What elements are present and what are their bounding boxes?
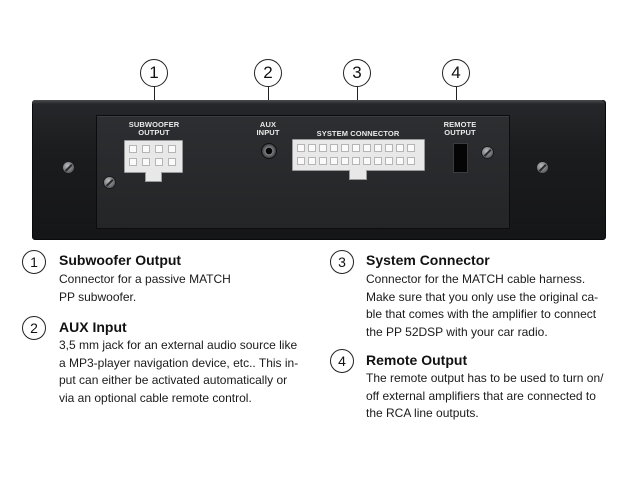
pin: [129, 158, 137, 166]
section-3-number: 3: [330, 250, 354, 274]
pin: [396, 144, 404, 152]
pin: [142, 158, 150, 166]
callout-4: 4: [442, 59, 470, 87]
pin: [385, 144, 393, 152]
pin: [396, 157, 404, 165]
pin: [297, 144, 305, 152]
screw-left-icon: [62, 161, 75, 174]
section-2-title: AUX Input: [59, 319, 127, 335]
aux-input-label-line2: INPUT: [256, 128, 280, 137]
section-3-description: Connector for the MATCH cable harness. M…: [366, 271, 598, 341]
pin: [297, 157, 305, 165]
section-4-line: the RCA line outputs.: [366, 406, 479, 420]
callout-3: 3: [343, 59, 371, 87]
pin: [129, 145, 137, 153]
pin: [308, 157, 316, 165]
remote-output-label: REMOTE OUTPUT: [439, 121, 481, 137]
pin: [330, 144, 338, 152]
pin: [352, 157, 360, 165]
section-2-line: put can either be activated automaticall…: [59, 373, 288, 387]
section-3-line: ble that comes with the amplifier to con…: [366, 307, 597, 321]
pin: [363, 157, 371, 165]
system-connector-label: SYSTEM CONNECTOR: [316, 129, 400, 138]
pin: [374, 144, 382, 152]
section-4-description: The remote output has to be used to turn…: [366, 370, 604, 423]
section-1-line: PP subwoofer.: [59, 289, 137, 304]
pin: [168, 145, 176, 153]
section-4-number: 4: [330, 349, 354, 373]
section-3-title: System Connector: [366, 252, 490, 268]
device-top-edge: [32, 100, 604, 104]
section-1-description: Connector for a passive MATCH PP subwoof…: [59, 271, 231, 306]
section-4-line: The remote output has to be used to turn…: [366, 371, 604, 385]
pin: [341, 144, 349, 152]
remote-output-label-line1: REMOTE: [443, 120, 477, 129]
aux-input-label: AUX INPUT: [250, 121, 286, 137]
screw-panel-right-icon: [481, 146, 494, 159]
subwoofer-output-connector[interactable]: [124, 140, 183, 173]
screw-right-icon: [536, 161, 549, 174]
section-4-title: Remote Output: [366, 352, 468, 368]
pin: [341, 157, 349, 165]
aux-input-label-line1: AUX: [259, 120, 277, 129]
pin: [385, 157, 393, 165]
screw-panel-left-icon: [103, 176, 116, 189]
pin: [352, 144, 360, 152]
pin: [407, 144, 415, 152]
pin: [319, 157, 327, 165]
pin: [155, 145, 163, 153]
section-1-number: 1: [22, 250, 46, 274]
section-2-number: 2: [22, 316, 46, 340]
subwoofer-output-label: SUBWOOFER OUTPUT: [118, 121, 190, 137]
section-3-line: Make sure that you only use the original…: [366, 289, 599, 304]
pin: [319, 144, 327, 152]
subwoofer-output-label-line1: SUBWOOFER: [128, 120, 180, 129]
pin: [308, 144, 316, 152]
callout-1: 1: [140, 59, 168, 87]
subwoofer-output-label-line2: OUTPUT: [138, 128, 170, 137]
pin: [407, 157, 415, 165]
pin: [142, 145, 150, 153]
section-3-line: the PP 52DSP with your car radio.: [366, 324, 548, 339]
section-4-line: off external amplifiers that are connect…: [366, 388, 596, 403]
section-3-line: Connector for the MATCH cable harness.: [366, 272, 586, 286]
section-1-title: Subwoofer Output: [59, 252, 182, 268]
pin: [363, 144, 371, 152]
system-connector-latch: [349, 170, 367, 180]
pin: [330, 157, 338, 165]
remote-output-port[interactable]: [453, 143, 468, 173]
pin: [374, 157, 382, 165]
section-2-line: via an optional cable remote control.: [59, 390, 252, 405]
system-connector[interactable]: [292, 139, 425, 171]
section-1-line: Connector for a passive MATCH: [59, 272, 231, 286]
pin: [168, 158, 176, 166]
remote-output-label-line2: OUTPUT: [444, 128, 476, 137]
callout-2: 2: [254, 59, 282, 87]
section-2-description: 3,5 mm jack for an external audio source…: [59, 337, 298, 407]
pin: [155, 158, 163, 166]
subwoofer-connector-latch: [145, 172, 162, 182]
aux-input-jack[interactable]: [261, 143, 277, 159]
section-2-line: a MP3-player navigation device, etc.. Th…: [59, 355, 299, 370]
section-2-line: 3,5 mm jack for an external audio source…: [59, 338, 298, 352]
